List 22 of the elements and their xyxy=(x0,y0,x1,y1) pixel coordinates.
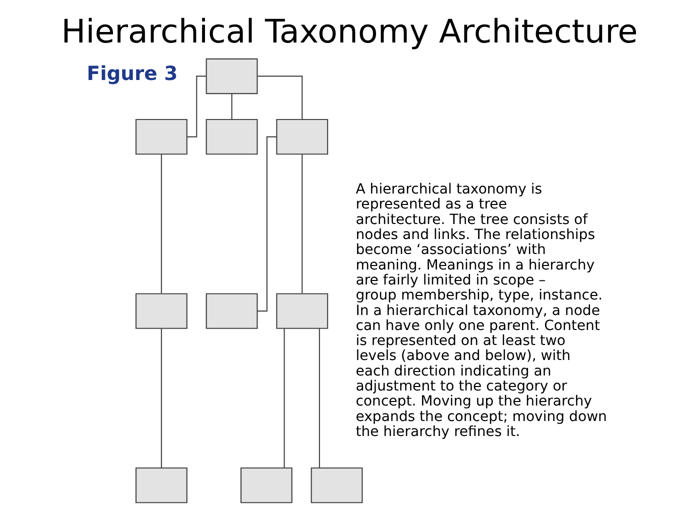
diagram-title: Hierarchical Taxonomy Architecture xyxy=(61,12,638,51)
node-box xyxy=(276,118,328,155)
connector xyxy=(160,328,162,468)
node-box xyxy=(135,467,188,504)
label: A hierarchical taxonomy is represented as a tree architecture. The tree consists of nodes and links. The relationships become ‘associations’ with meaning. Meanings in a hierarchy are fairly limited in scope – group membership, type, instance. In a hierarchical taxonomy, a node can have only one parent. Content is represented on at least two levels (above and below), with each direction indicating an adjustment to the category or concept. Moving up the hierarchy expands the concept; moving down the hierarchy refines it. xyxy=(356,182,607,440)
connector xyxy=(284,328,285,468)
connector xyxy=(258,76,303,120)
node-box xyxy=(310,467,363,504)
node-box xyxy=(240,467,292,504)
connector xyxy=(187,76,206,138)
node-box xyxy=(276,293,328,329)
node-box xyxy=(135,118,188,155)
node-box xyxy=(206,118,258,155)
node-box xyxy=(135,293,188,329)
connector xyxy=(160,154,162,294)
node-box xyxy=(206,293,258,329)
node-box xyxy=(206,58,258,94)
connector xyxy=(257,136,277,312)
connector xyxy=(302,154,303,294)
label: Figure 3 xyxy=(86,62,178,85)
connector xyxy=(231,94,232,120)
connector xyxy=(318,328,320,468)
